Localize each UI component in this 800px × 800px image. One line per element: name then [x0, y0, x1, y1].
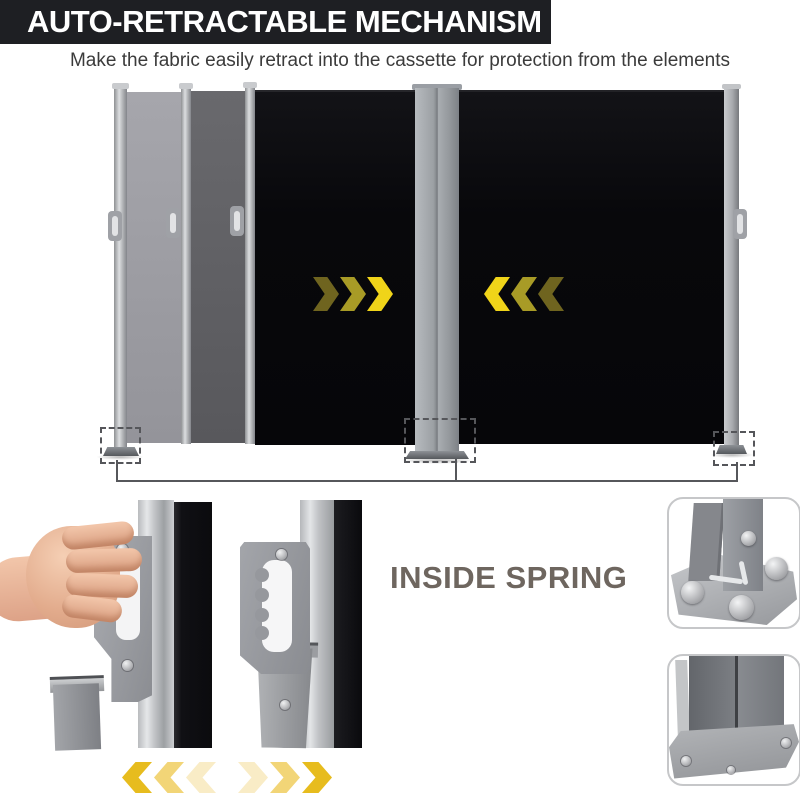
- chevron-left-icon: [186, 762, 216, 793]
- screw-icon: [781, 738, 791, 748]
- chevron-right-icon: [302, 762, 332, 793]
- callout-line: [736, 462, 738, 480]
- subtitle-text: Make the fabric easily retract into the …: [69, 50, 731, 71]
- lower-post: [52, 683, 102, 751]
- chevron-right-icon: [270, 762, 300, 793]
- chevron-right-icon: [340, 277, 366, 311]
- chevron-left-icon: [484, 277, 510, 311]
- hand-finger: [65, 547, 143, 574]
- ground-shadow: [710, 452, 754, 458]
- center-double-post: [415, 88, 459, 452]
- pull-handle-icon: [108, 211, 122, 241]
- double-post-base-detail-photo: [667, 654, 800, 786]
- ground-shadow: [96, 454, 144, 460]
- callout-box-center-base: [404, 418, 476, 463]
- post-section: [688, 503, 725, 581]
- left-end-pole: [112, 83, 129, 448]
- awning-panel-ghost-medium: [191, 91, 245, 443]
- chevron-left-icon: [122, 762, 152, 793]
- pull-handle-icon: [166, 208, 180, 238]
- chevron-left-icon: [538, 277, 564, 311]
- right-end-pole: [722, 84, 741, 446]
- fabric-strip: [174, 502, 212, 748]
- screw-icon: [280, 700, 290, 710]
- grip-groove: [255, 588, 269, 602]
- retract-chevrons-left-icon: [122, 762, 216, 793]
- center-post-cap: [412, 84, 462, 90]
- chevron-right-icon: [313, 277, 339, 311]
- callout-line: [116, 460, 118, 481]
- ground-shadow: [400, 457, 474, 464]
- grip-groove: [255, 626, 269, 640]
- pull-handle-icon: [733, 209, 747, 239]
- bolt-icon: [681, 581, 704, 604]
- callout-line: [455, 459, 457, 480]
- left-pole-base: [103, 447, 139, 456]
- awning-fabric-left-wing: [255, 90, 415, 445]
- callout-box-left-base: [100, 427, 141, 464]
- floor-mount-detail-photo: [667, 497, 800, 629]
- awning-fabric-right-wing: [459, 90, 724, 444]
- ghost-rail-2: [179, 83, 193, 444]
- awning-panel-ghost-light: [127, 92, 184, 443]
- screw-icon: [681, 756, 691, 766]
- chevron-right-icon: [367, 277, 393, 311]
- inside-spring-label: INSIDE SPRING: [390, 560, 628, 595]
- bolt-icon: [729, 595, 754, 620]
- callout-line: [116, 480, 738, 482]
- bolt-icon: [765, 557, 788, 580]
- handle-detail-photo: [238, 490, 368, 756]
- retract-chevrons-left-icon: [484, 277, 564, 311]
- page-title: AUTO-RETRACTABLE MECHANISM: [27, 4, 542, 39]
- ghost-rail-3: [243, 82, 257, 444]
- callout-box-right-base: [713, 431, 755, 466]
- grip-groove: [255, 608, 269, 622]
- extend-chevrons-right-icon: [238, 762, 332, 793]
- retract-chevrons-right-icon: [313, 277, 393, 311]
- title-banner: AUTO-RETRACTABLE MECHANISM: [0, 0, 551, 44]
- center-post-base: [405, 451, 469, 459]
- chevron-left-icon: [154, 762, 184, 793]
- fabric-strip: [334, 500, 362, 748]
- screw-icon: [727, 766, 735, 774]
- right-pole-base: [716, 445, 747, 454]
- screw-icon: [122, 660, 133, 671]
- hand-pull-detail-photo: [0, 490, 222, 756]
- chevron-right-icon: [238, 762, 268, 793]
- chevron-left-icon: [511, 277, 537, 311]
- screw-icon: [276, 549, 287, 560]
- post-seam: [735, 656, 738, 756]
- bolt-icon: [741, 531, 756, 546]
- pull-handle-icon: [230, 206, 244, 236]
- grip-groove: [255, 568, 269, 582]
